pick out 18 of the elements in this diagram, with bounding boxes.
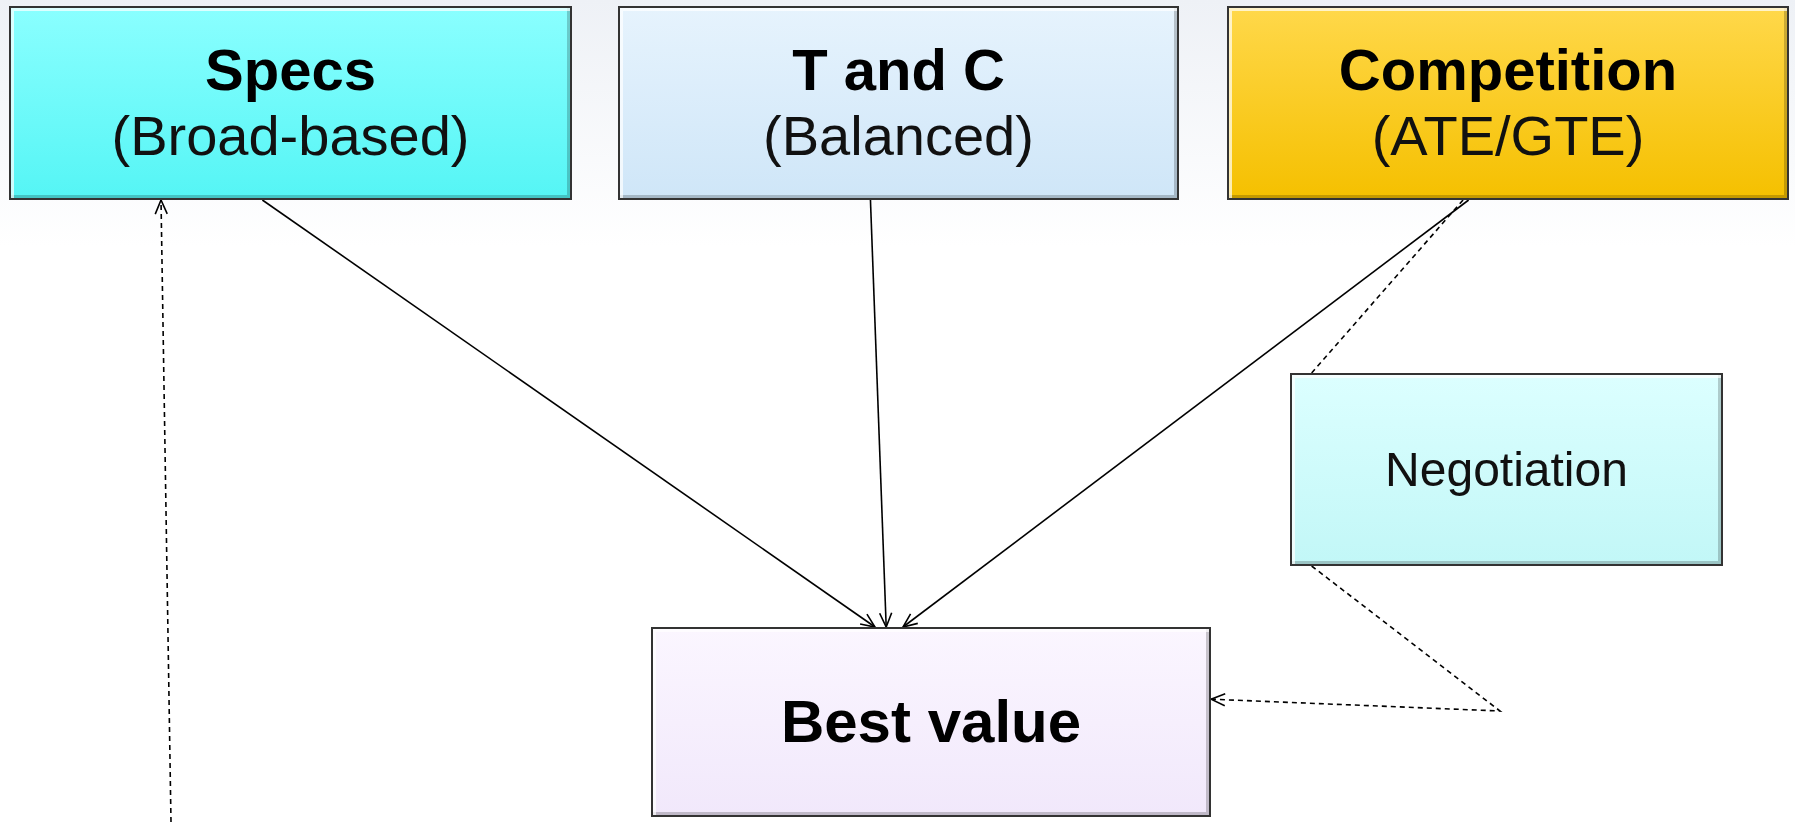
arrow <box>261 199 876 628</box>
process-box <box>1227 6 1789 200</box>
box-title: Best value <box>780 687 1082 757</box>
process-box <box>9 6 572 200</box>
box-subtitle: (Balanced) <box>763 104 1034 169</box>
arrow <box>1210 565 1503 712</box>
box-title: Specs <box>205 37 376 105</box>
arrow <box>869 199 893 628</box>
box-subtitle: (Broad-based) <box>111 104 470 169</box>
arrow <box>902 199 1470 628</box>
process-box <box>1290 373 1723 566</box>
box-title: T and C <box>792 37 1005 105</box>
arrow <box>154 199 172 822</box>
process-box <box>618 6 1179 200</box>
box-title: Competition <box>1338 37 1678 105</box>
box-title: Negotiation <box>1385 441 1628 498</box>
box-subtitle: (ATE/GTE) <box>1371 104 1645 169</box>
process-box <box>651 627 1211 817</box>
